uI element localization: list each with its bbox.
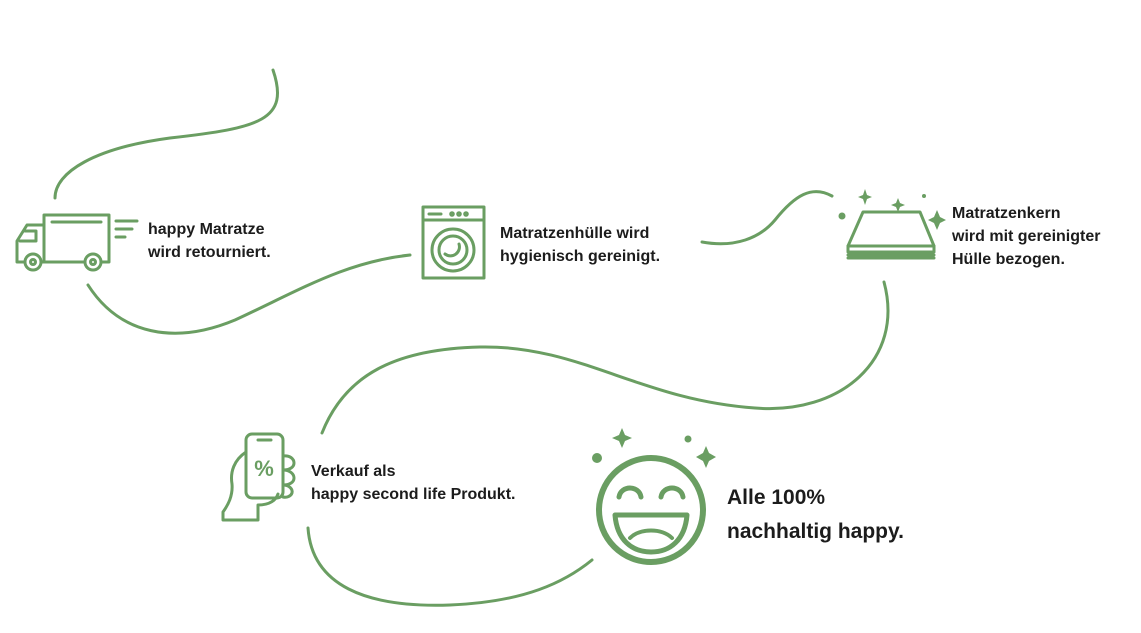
step-covered-line-3: Hülle bezogen. — [952, 251, 1065, 268]
flow-line-washer-to-mattress — [700, 190, 834, 246]
happy-smiley-icon — [596, 455, 706, 565]
step-covered-line-2: wird mit gereinigter — [952, 228, 1101, 245]
mattress-sparkle-icons — [838, 189, 946, 230]
step-resale-label: Verkauf als happy second life Produkt. — [311, 460, 515, 506]
final-message-line-1: Alle 100% — [727, 486, 826, 509]
flow-line-start — [53, 68, 279, 200]
flow-line-phone-to-smiley — [306, 526, 594, 607]
step-returned-line-2: wird retourniert. — [148, 244, 271, 261]
step-resale-line-2: happy second life Produkt. — [311, 486, 516, 503]
step-cleaned-line-1: Matratzenhülle wird — [500, 225, 650, 242]
sparkling-mattress-icon — [846, 210, 936, 260]
phone-discount-icon — [221, 432, 296, 522]
step-cleaned-line-2: hygienisch gereinigt. — [500, 248, 661, 265]
flow-line-mattress-to-phone — [320, 280, 890, 435]
final-message-line-2: nachhaltig happy. — [727, 520, 904, 543]
washing-machine-icon — [421, 205, 486, 280]
delivery-truck-icon — [15, 213, 139, 272]
step-resale-line-1: Verkauf als — [311, 463, 396, 480]
step-covered-line-1: Matratzenkern — [952, 205, 1061, 222]
step-returned-label: happy Matratze wird retourniert. — [148, 218, 271, 264]
final-message: Alle 100% nachhaltig happy. — [727, 481, 904, 549]
smiley-sparkle-icons — [592, 428, 716, 468]
step-returned-line-1: happy Matratze — [148, 221, 265, 238]
step-covered-label: Matratzenkern wird mit gereinigter Hülle… — [952, 202, 1100, 271]
flow-line-truck-to-washer — [86, 253, 412, 335]
step-cleaned-label: Matratzenhülle wird hygienisch gereinigt… — [500, 222, 660, 268]
